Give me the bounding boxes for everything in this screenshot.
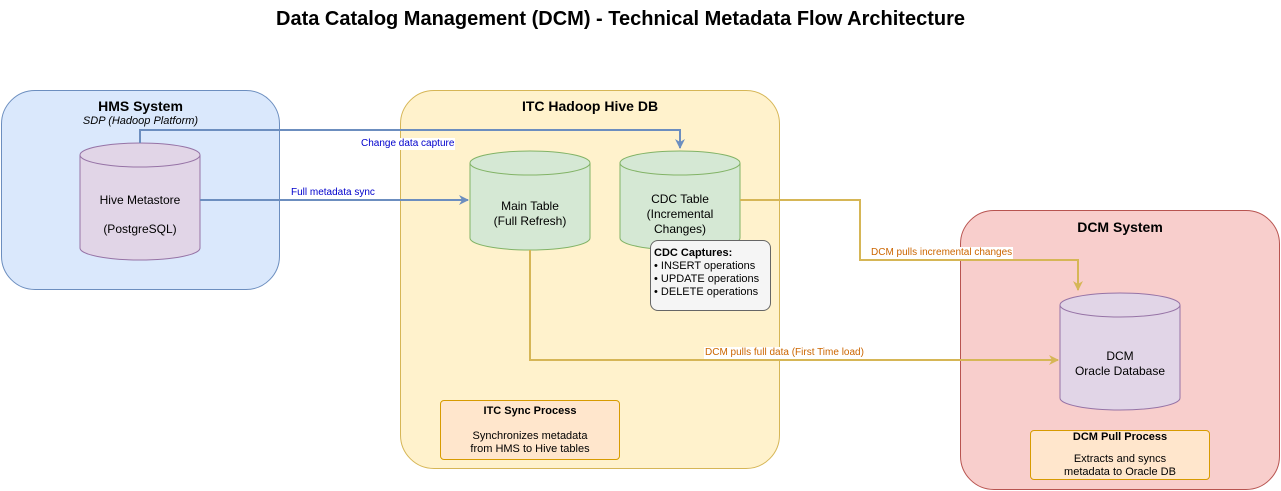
cdc-table-mode-1: (Incremental — [646, 207, 714, 221]
dcm-pull-process-heading: DCM Pull Process — [1072, 431, 1168, 443]
itc-sync-process-line2: from HMS to Hive tables — [470, 443, 590, 455]
hive-metastore-cylinder[interactable] — [79, 142, 201, 261]
itc-sync-process-line1: Synchronizes metadata — [472, 430, 588, 442]
main-table-name: Main Table — [501, 199, 559, 213]
dcm-system-title: DCM System — [1077, 219, 1163, 235]
hms-system-subtitle: SDP (Hadoop Platform) — [82, 115, 199, 127]
cdc-table-cylinder[interactable] — [619, 150, 741, 251]
cdc-captures-heading: CDC Captures: — [654, 247, 733, 259]
edge-pull-full[interactable] — [529, 250, 1059, 365]
dcm-oracle-type: Oracle Database — [1074, 364, 1166, 378]
hive-metastore-label: Hive Metastore (PostgreSQL) — [80, 193, 200, 237]
edge-change-capture[interactable] — [139, 129, 685, 149]
hms-system-title: HMS System — [98, 98, 183, 114]
dcm-oracle-cylinder[interactable] — [1059, 292, 1181, 411]
edge-label-pull-incremental: DCM pulls incremental changes — [870, 247, 1014, 259]
dcm-pull-process-box[interactable]: DCM Pull Process Extracts and syncs meta… — [1030, 430, 1210, 480]
edge-pull-incremental[interactable] — [740, 199, 1083, 291]
main-table-label: Main Table (Full Refresh) — [470, 199, 590, 229]
itc-sync-process-box[interactable]: ITC Sync Process Synchronizes metadata f… — [440, 400, 620, 460]
dcm-oracle-name: DCM — [1106, 349, 1134, 363]
cdc-table-name: CDC Table — [651, 192, 709, 206]
dcm-pull-process-line2: metadata to Oracle DB — [1064, 466, 1176, 478]
cdc-captures-note[interactable]: CDC Captures: • INSERT operations • UPDA… — [650, 240, 771, 311]
itc-sync-process-heading: ITC Sync Process — [483, 405, 577, 417]
hive-metastore-engine: (PostgreSQL) — [103, 222, 177, 236]
edge-label-pull-full: DCM pulls full data (First Time load) — [704, 347, 865, 359]
cdc-table-mode-2: Changes) — [653, 222, 707, 236]
main-table-cylinder[interactable] — [469, 150, 591, 251]
dcm-oracle-label: DCM Oracle Database — [1060, 349, 1180, 379]
edge-label-change-capture: Change data capture — [360, 138, 456, 150]
cdc-item-delete: • DELETE operations — [654, 286, 759, 298]
itc-hive-title: ITC Hadoop Hive DB — [521, 98, 659, 114]
cdc-item-insert: • INSERT operations — [654, 260, 756, 272]
dcm-pull-process-line1: Extracts and syncs — [1073, 453, 1167, 465]
diagram-title: Data Catalog Management (DCM) - Technica… — [276, 8, 965, 30]
cdc-table-label: CDC Table (Incremental Changes) — [620, 192, 740, 237]
main-table-mode: (Full Refresh) — [493, 214, 567, 228]
edge-label-full-sync: Full metadata sync — [290, 187, 376, 199]
hive-metastore-name: Hive Metastore — [99, 193, 181, 207]
cdc-item-update: • UPDATE operations — [654, 273, 760, 285]
